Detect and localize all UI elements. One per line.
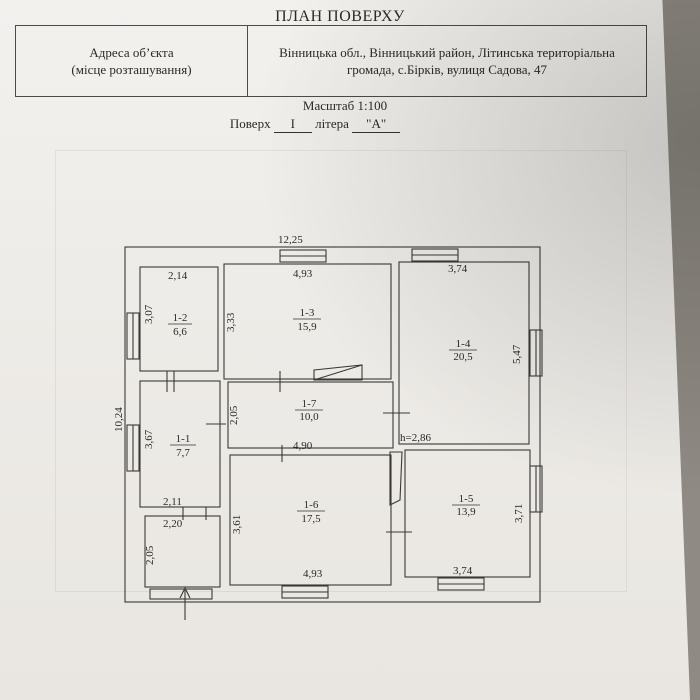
room-1-2-label: 1-2 6,6 [168,312,192,338]
dim-r14-h: 5,47 [511,344,523,364]
room-1-7-outline [227,381,394,449]
room-id: 1-4 [456,338,471,350]
dim-overall-height: 10,24 [113,407,125,432]
address-label-cell: Адреса об’єкта (місце розташування) [15,25,248,97]
room-1-4-outline [398,261,530,445]
room-area: 17,5 [301,513,321,525]
litera-value: "А" [352,116,401,133]
dim-r14-w: 3,74 [448,263,468,275]
dim-r11-h: 3,67 [143,429,155,449]
room-1-7-label: 1-7 10,0 [295,398,323,423]
room-area: 20,5 [453,351,473,363]
dim-r12-h: 3,07 [143,304,155,324]
room-1-5-outline [404,449,531,578]
room-area: 15,9 [297,321,317,333]
dim-vestibule-h: 2,05 [144,545,156,565]
bleed-through-table [55,150,627,592]
dim-r17-h: 2,05 [228,405,240,425]
room-area: 13,9 [456,506,476,518]
room-1-4-label: 1-4 20,5 [449,338,477,363]
floor-prefix: Поверх [229,116,271,131]
windows [126,248,543,600]
room-1-6-label: 1-6 17,5 [297,499,325,525]
dim-r17-w: 4,90 [293,440,313,452]
room-id: 1-2 [173,312,188,324]
room-vestibule-outline [144,515,221,588]
room-id: 1-6 [304,499,319,511]
room-area: 10,0 [299,411,319,423]
room-labels: 1-2 6,6 1-3 15,9 1-4 20,5 1-7 10,0 1-1 7… [168,307,480,525]
dim-overall-width: 12,25 [278,234,303,246]
address-value-line1: Вінницька обл., Вінницький район, Літинс… [279,45,615,60]
address-table: Адреса об’єкта (місце розташування) Вінн… [15,25,647,97]
room-area: 7,7 [176,447,190,459]
dim-r15-w: 3,74 [453,565,473,577]
room-id: 1-1 [176,433,191,445]
address-label-line1: Адреса об’єкта [89,45,174,60]
stair-symbol [313,364,363,381]
address-value-line2: громада, с.Бірків, вулиця Садова, 47 [346,62,548,77]
scale-label: Масштаб 1:100 [302,98,388,113]
dim-r13-w: 4,93 [293,268,313,280]
room-1-5-label: 1-5 13,9 [452,493,480,518]
floor-litera-line: Поверх I літера "А" [0,116,630,133]
litera-word: літера [315,116,349,131]
dim-vestibule-w1: 2,11 [163,496,182,508]
room-1-3-outline [223,263,392,380]
dim-r16-w: 4,93 [303,568,323,580]
dim-vestibule-w2: 2,20 [163,518,183,530]
address-value-cell: Вінницька обл., Вінницький район, Літинс… [247,25,647,97]
room-id: 1-7 [302,398,317,410]
room-1-3-label: 1-3 15,9 [293,307,321,333]
stair-symbol-2 [389,451,403,506]
room-id: 1-3 [300,307,315,319]
room-area: 6,6 [173,326,187,338]
room-1-6-outline [229,454,392,586]
document-title: ПЛАН ПОВЕРХУ [275,8,405,25]
dim-r12-w: 2,14 [168,270,188,282]
dim-r13-h: 3,33 [225,312,237,332]
room-1-1-label: 1-1 7,7 [170,433,196,459]
room-id: 1-5 [459,493,474,505]
ceiling-height: h=2,86 [400,432,431,444]
address-label-line2: (місце розташування) [71,62,192,77]
floor-value: I [273,116,312,133]
outer-wall-outer [124,246,541,603]
dim-r16-h: 3,61 [231,515,243,534]
dim-r15-h: 3,71 [513,504,525,523]
room-1-2-outline [139,266,219,372]
room-1-1-outline [139,380,221,508]
door-marks [166,371,412,533]
